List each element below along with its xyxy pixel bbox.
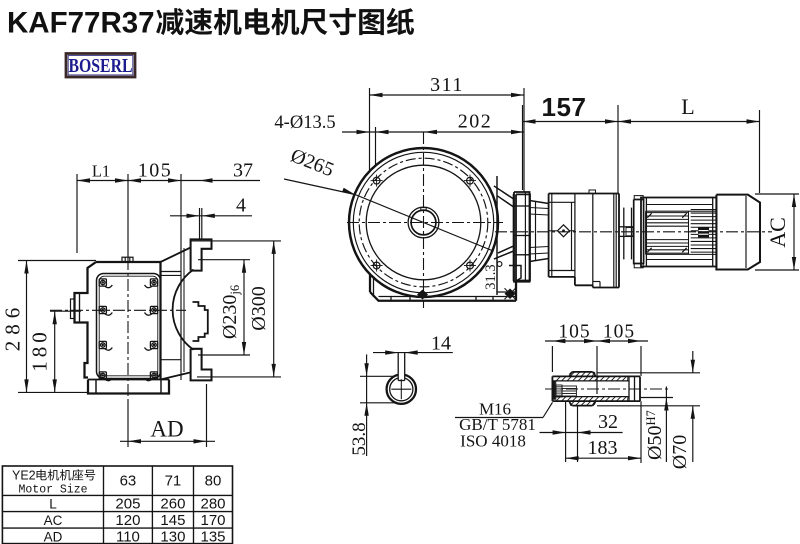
- svg-text:311: 311: [430, 74, 464, 96]
- svg-text:110: 110: [116, 528, 140, 544]
- svg-text:71: 71: [165, 473, 182, 490]
- svg-text:YE2: YE2: [12, 469, 36, 483]
- svg-text:Ø70: Ø70: [669, 435, 691, 469]
- svg-text:80: 80: [205, 473, 222, 490]
- svg-text:L: L: [681, 94, 694, 119]
- svg-text:Ø230j6: Ø230j6: [219, 285, 242, 339]
- svg-text:AD: AD: [150, 417, 183, 442]
- svg-text:205: 205: [115, 496, 140, 513]
- svg-text:63: 63: [120, 473, 137, 490]
- svg-text:105: 105: [603, 322, 635, 343]
- svg-text:105: 105: [138, 160, 173, 182]
- svg-text:280: 280: [200, 496, 225, 513]
- svg-text:260: 260: [160, 496, 185, 513]
- svg-text:AC: AC: [44, 513, 63, 528]
- svg-text:170: 170: [200, 512, 225, 529]
- svg-text:L: L: [49, 497, 57, 512]
- svg-text:AD: AD: [44, 529, 63, 544]
- svg-text:14: 14: [431, 333, 451, 355]
- svg-text:4-Ø13.5: 4-Ø13.5: [274, 113, 335, 133]
- svg-text:M16: M16: [479, 400, 511, 419]
- svg-text:KAF77R37: KAF77R37: [7, 7, 155, 40]
- svg-text:145: 145: [160, 512, 185, 529]
- svg-text:AC: AC: [765, 217, 790, 248]
- svg-text:105: 105: [558, 322, 590, 343]
- svg-text:31.3: 31.3: [483, 264, 499, 289]
- svg-text:Ø300: Ø300: [248, 286, 270, 330]
- svg-text:BOSERL: BOSERL: [69, 55, 133, 77]
- svg-text:130: 130: [160, 528, 185, 544]
- svg-text:L1: L1: [92, 162, 110, 181]
- svg-text:180: 180: [28, 328, 52, 372]
- svg-text:135: 135: [200, 528, 225, 544]
- svg-text:Motor Size: Motor Size: [18, 484, 87, 497]
- svg-text:4: 4: [236, 195, 246, 217]
- svg-text:286: 286: [1, 302, 25, 352]
- svg-text:120: 120: [115, 512, 140, 529]
- svg-text:32: 32: [598, 411, 618, 433]
- svg-text:53.8: 53.8: [349, 422, 370, 455]
- svg-text:157: 157: [542, 92, 587, 122]
- svg-text:37: 37: [233, 160, 253, 182]
- svg-text:202: 202: [458, 111, 493, 133]
- svg-text:183: 183: [588, 437, 618, 459]
- svg-text:GB/T 5781: GB/T 5781: [459, 415, 536, 434]
- svg-text:ISO 4018: ISO 4018: [460, 432, 526, 451]
